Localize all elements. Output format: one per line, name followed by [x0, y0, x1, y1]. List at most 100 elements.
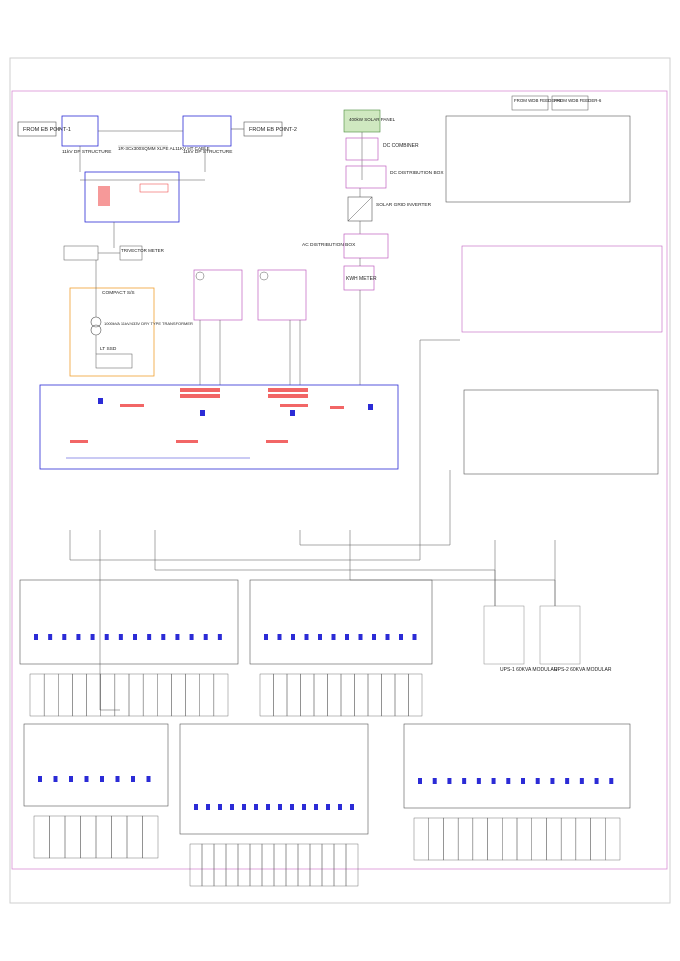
feeder-table-cell	[95, 815, 112, 859]
breaker	[161, 634, 166, 640]
feeder-table-cell	[502, 817, 518, 861]
feeder-table-cell	[58, 673, 73, 717]
dp-structure-1-label: 11kV DP STRUCTURE	[62, 149, 111, 155]
feeder-table-cell	[142, 815, 159, 859]
solar-panel-label: 400kW SOLAR PANEL	[349, 117, 396, 122]
ht-panel-box	[84, 171, 180, 223]
feeder-table-cell	[605, 817, 621, 861]
breaker	[206, 804, 210, 810]
wdb-feeder-6-box	[551, 95, 589, 111]
breaker	[218, 804, 222, 810]
breaker	[104, 634, 109, 640]
breaker	[412, 634, 417, 640]
feeder-table-cell	[285, 843, 299, 887]
feeder-table-cell	[43, 673, 59, 717]
breaker	[476, 778, 481, 784]
main-lt-panel-box	[39, 384, 399, 470]
breaker	[84, 776, 89, 782]
kwh-meter-label: KWH METER	[346, 276, 377, 282]
breaker	[131, 776, 135, 782]
breaker	[318, 634, 322, 640]
breaker	[115, 776, 120, 782]
breaker	[133, 634, 137, 640]
breaker	[34, 634, 38, 640]
inverter-label: SOLAR GRID INVERTER	[376, 202, 432, 208]
feeder-table-cell	[199, 673, 215, 717]
breaker	[53, 776, 58, 782]
eb-point-2-label: FROM EB POINT-2	[249, 127, 297, 133]
breaker	[69, 776, 73, 782]
feeder-table-cell	[64, 815, 81, 859]
breaker	[266, 804, 270, 810]
breaker	[290, 804, 294, 810]
breaker	[230, 804, 234, 810]
breaker	[565, 778, 570, 784]
feeder-table-cell	[560, 817, 577, 861]
feeder-table-cell	[72, 673, 87, 717]
feeder-table-cell	[249, 843, 263, 887]
distribution-board-3	[23, 723, 169, 807]
breaker	[338, 804, 342, 810]
feeder-table-cell	[516, 817, 532, 861]
feeder-table-cell	[313, 673, 328, 717]
feeder-table-cell	[340, 673, 355, 717]
ac-box	[343, 233, 389, 259]
breaker	[594, 778, 599, 784]
dc-combiner-box	[345, 137, 379, 161]
breaker	[118, 634, 123, 640]
feeder-table-cell	[49, 815, 66, 859]
distribution-board-1	[19, 579, 239, 665]
feeder-table-cell	[273, 843, 287, 887]
feeder-table-cell	[472, 817, 488, 861]
feeder-table-cell	[29, 673, 45, 717]
outer-border	[9, 57, 671, 904]
breaker	[264, 634, 268, 640]
breaker	[358, 634, 363, 640]
breaker	[146, 776, 151, 782]
breaker	[217, 634, 222, 640]
feeder-table-cell	[300, 673, 315, 717]
kwh-meter-box	[343, 265, 375, 291]
compact-ss-label: COMPACT S/S	[102, 290, 135, 296]
feeder-table-cell	[286, 673, 301, 717]
feeder-table-cell	[185, 673, 200, 717]
feeder-table-cell	[273, 673, 288, 717]
breaker	[579, 778, 584, 784]
feeder-table-cell	[114, 673, 130, 717]
transformer-label: 1000kVA 11kV/433V DRY TYPE TRANSFORMER	[104, 321, 193, 326]
feeder-table-cell	[590, 817, 606, 861]
breaker	[189, 634, 194, 640]
feeder-table-cell	[546, 817, 562, 861]
breaker	[535, 778, 540, 784]
feeder-table-cell	[333, 843, 347, 887]
breaker	[447, 778, 452, 784]
breaker	[147, 634, 152, 640]
breaker	[314, 804, 318, 810]
ups-section: UPS-1 60KVA MODULAR UPS-2 60KVA MODULAR	[483, 540, 612, 673]
feeder-table-cell	[100, 673, 116, 717]
breaker	[38, 776, 42, 782]
dp-structure-2-box	[182, 115, 232, 147]
feeder-tables	[19, 579, 631, 887]
feeder-table-cell	[367, 673, 382, 717]
breaker	[418, 778, 422, 784]
breaker	[491, 778, 496, 784]
wdb-feeder-5-label: FROM WDB FEEDER-5	[514, 98, 562, 103]
breaker	[550, 778, 555, 784]
feeder-table-cell	[413, 817, 429, 861]
feeder-table-cell	[171, 673, 186, 717]
breaker	[350, 804, 354, 810]
feeder-table-cell	[394, 673, 409, 717]
feeder-table-cell	[321, 843, 335, 887]
feeder-table-cell	[354, 673, 369, 717]
breaker	[100, 776, 104, 782]
breaker	[278, 804, 282, 810]
breaker	[194, 804, 198, 810]
solar-section: 400kW SOLAR PANEL DC COMBINER DC DISTRIB…	[302, 109, 444, 385]
ac-box-label: AC DISTRIBUTION BOX	[302, 242, 356, 248]
ht-section: FROM EB POINT-1 FROM EB POINT-2 11kV DP …	[17, 115, 297, 377]
breaker	[326, 804, 330, 810]
inner-border	[11, 90, 668, 870]
feeder-table-cell	[157, 673, 172, 717]
feeder-table-cell	[111, 815, 128, 859]
